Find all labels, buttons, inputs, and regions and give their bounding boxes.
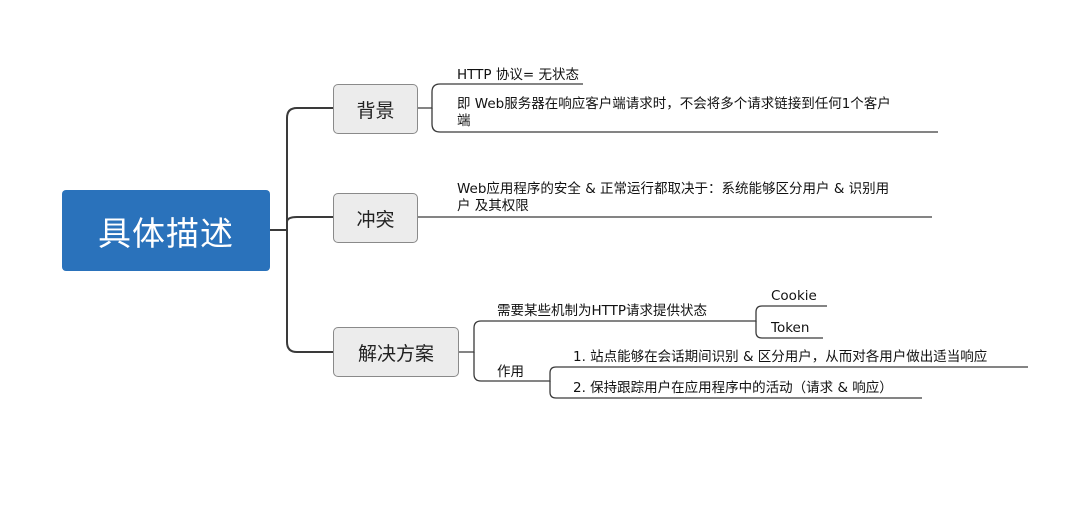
leaf-purpose-identify[interactable]: 1. 站点能够在会话期间识别 & 区分用户，从而对各用户做出适当响应 — [573, 349, 988, 365]
leaf-purpose-track[interactable]: 2. 保持跟踪用户在应用程序中的活动（请求 & 响应） — [573, 380, 893, 396]
branch-conflict[interactable]: 冲突 — [333, 193, 418, 243]
leaf-web-server-line1[interactable]: 即 Web服务器在响应客户端请求时，不会将多个请求链接到任何1个客户 — [457, 96, 891, 112]
leaf-token[interactable]: Token — [771, 320, 810, 336]
leaf-web-server-line2[interactable]: 端 — [457, 113, 471, 129]
root-node[interactable]: 具体描述 — [62, 190, 270, 271]
leaf-conflict-line1[interactable]: Web应用程序的安全 & 正常运行都取决于：系统能够区分用户 & 识别用 — [457, 181, 890, 197]
branch-background[interactable]: 背景 — [333, 84, 418, 134]
sub-purpose[interactable]: 作用 — [497, 364, 524, 380]
sub-state-mechanism[interactable]: 需要某些机制为HTTP请求提供状态 — [497, 303, 708, 319]
leaf-cookie[interactable]: Cookie — [771, 288, 817, 304]
leaf-conflict-line2[interactable]: 户 及其权限 — [457, 198, 529, 214]
branch-solution[interactable]: 解决方案 — [333, 327, 459, 377]
leaf-http-stateless[interactable]: HTTP 协议= 无状态 — [457, 67, 579, 83]
